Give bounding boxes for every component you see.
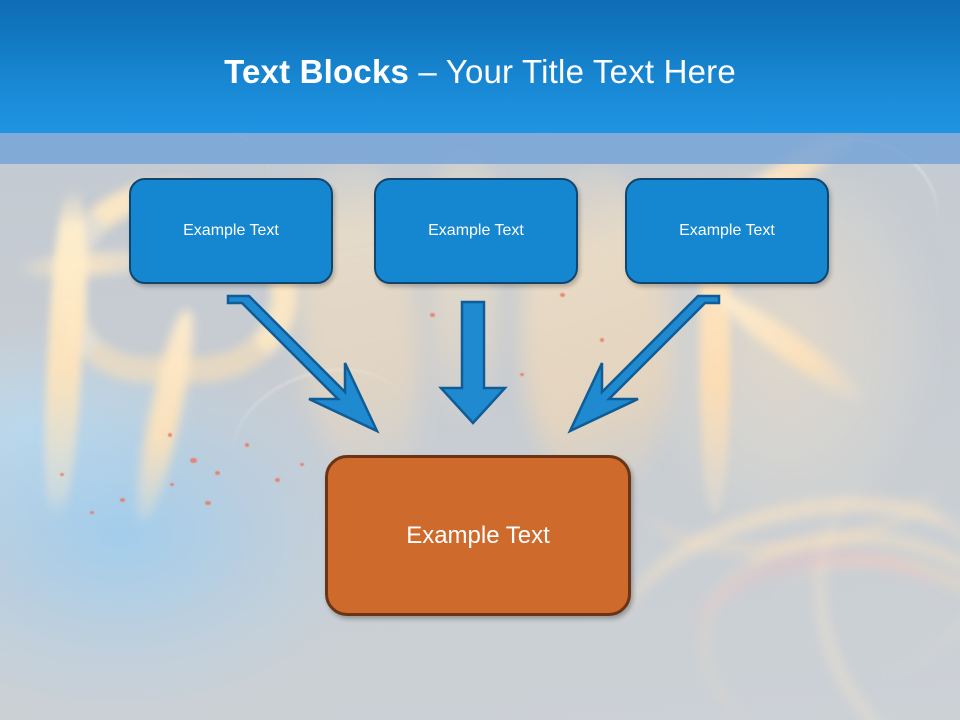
ember-particle <box>168 433 172 437</box>
slide-header: Text Blocks – Your Title Text Here <box>0 0 960 133</box>
smoke-ribbon-pink <box>678 533 960 720</box>
smoke-ribbon-1 <box>603 466 960 720</box>
ember-particle <box>245 443 249 447</box>
ember-particle <box>300 463 304 466</box>
flame-streak-k-lower <box>712 285 870 410</box>
text-block-2-label: Example Text <box>428 222 524 239</box>
flame-streak-r-stem <box>39 188 91 518</box>
ember-particle <box>470 333 474 336</box>
ember-particle <box>205 501 211 505</box>
ember-particle <box>90 511 94 514</box>
header-accent-band <box>0 133 960 164</box>
title-separator: – <box>409 53 446 90</box>
page-title: Text Blocks – Your Title Text Here <box>0 52 960 92</box>
ember-particle <box>275 478 280 482</box>
text-block-1-label: Example Text <box>183 222 279 239</box>
ember-particle <box>215 471 220 475</box>
title-bold-part: Text Blocks <box>224 53 410 90</box>
text-block-3[interactable]: Example Text <box>625 178 829 284</box>
smoke-ribbon-3 <box>734 521 960 720</box>
result-text-block[interactable]: Example Text <box>325 455 631 616</box>
ember-particle <box>560 293 565 297</box>
smoke-ribbon-2 <box>684 510 960 720</box>
ember-particle <box>60 473 64 476</box>
smoke-ribbon-4 <box>779 434 960 720</box>
text-block-3-label: Example Text <box>679 222 775 239</box>
text-block-2[interactable]: Example Text <box>374 178 578 284</box>
ember-particle <box>430 313 435 317</box>
ember-particle <box>190 458 197 463</box>
result-text-block-label: Example Text <box>406 521 550 549</box>
ember-particle <box>120 498 125 502</box>
smoke-ribbon-5 <box>634 407 946 568</box>
title-light-part: Your Title Text Here <box>445 53 736 90</box>
text-block-1[interactable]: Example Text <box>129 178 333 284</box>
ember-particle <box>520 373 524 376</box>
ember-particle <box>170 483 174 486</box>
flame-streak-r-leg <box>127 307 203 524</box>
ember-particle <box>600 338 604 342</box>
